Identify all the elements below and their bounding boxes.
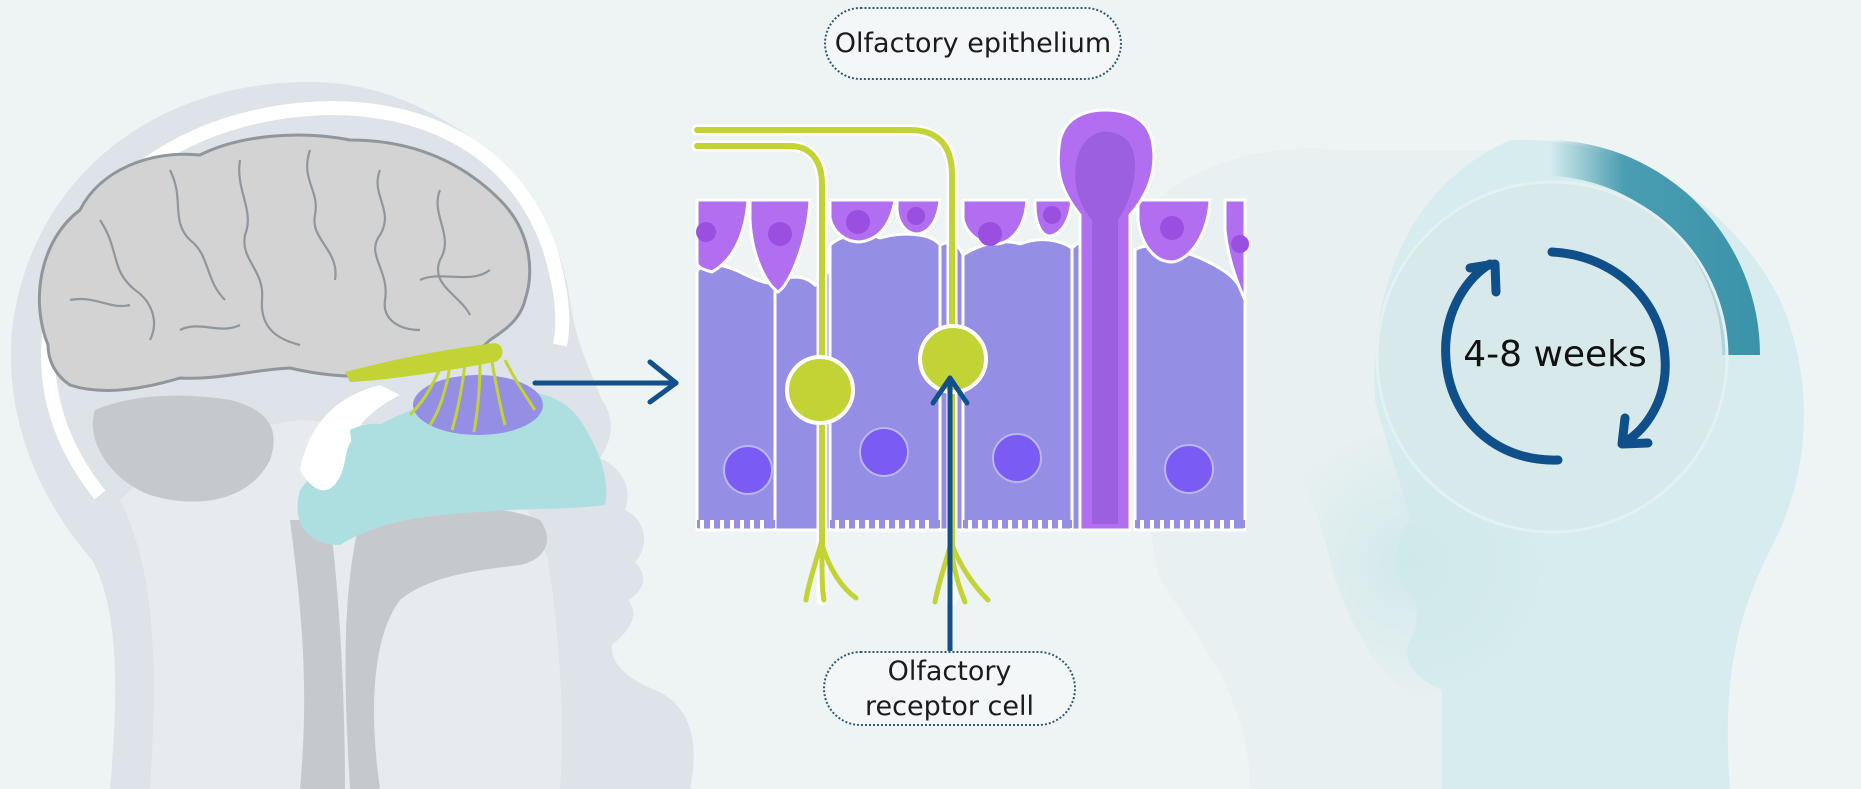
- olfactory-bulb: [345, 343, 503, 382]
- arrow-icon: [930, 375, 970, 653]
- receptor-label-line2: receptor cell: [865, 690, 1034, 722]
- nucleus: [768, 222, 792, 246]
- nucleus: [1043, 206, 1061, 224]
- receptor-label-line1: Olfactory: [887, 655, 1012, 687]
- regeneration-progress-ring: [1550, 140, 1760, 355]
- nucleus: [696, 222, 716, 242]
- regeneration-duration: 4-8 weeks: [1463, 334, 1647, 375]
- olfactory-receptor-cell-label: Olfactory receptor cell: [823, 651, 1076, 726]
- brain: [37, 133, 532, 392]
- nucleus: [859, 427, 909, 477]
- nucleus: [978, 222, 1002, 246]
- olfactory-epithelium-label: Olfactory epithelium: [824, 7, 1122, 80]
- apical-cell: [695, 198, 750, 274]
- olfactory-nerve-fibers: [408, 359, 537, 433]
- sinus: [350, 423, 393, 452]
- axon: [694, 127, 955, 558]
- head-sagittal-section: [10, 81, 694, 789]
- nasal-septum-white: [300, 385, 400, 491]
- arrow-icon: [532, 359, 679, 405]
- basal-microvilli: [700, 520, 1234, 530]
- olfactory-receptor-neurons: [691, 124, 991, 606]
- olfactory-epithelium-section: [691, 108, 1249, 653]
- throat: [345, 506, 548, 789]
- axon: [694, 143, 825, 558]
- head-silhouette-regeneration: [1095, 139, 1804, 789]
- supporting-cell: [961, 238, 1074, 532]
- nucleus: [846, 210, 870, 234]
- receptor-cell-body: [785, 355, 855, 425]
- dendrite-cilia: [803, 537, 991, 605]
- nucleus: [992, 433, 1042, 483]
- nucleus: [1160, 216, 1184, 240]
- cerebellum: [92, 395, 274, 502]
- brain-folds: [69, 149, 491, 347]
- axon: [694, 127, 955, 558]
- nucleus: [723, 445, 773, 495]
- nuclei: [723, 427, 1214, 495]
- gland-duct: [1075, 131, 1135, 524]
- receptor-cell-body: [918, 324, 988, 394]
- nucleus: [907, 207, 925, 225]
- nucleus: [1164, 444, 1214, 494]
- nucleus: [1231, 235, 1249, 253]
- apical-nuclei: [696, 206, 1249, 253]
- circular-arrows-icon: [1441, 247, 1670, 465]
- olfactory-epithelium-text: Olfactory epithelium: [834, 28, 1112, 59]
- brainstem: [290, 520, 345, 789]
